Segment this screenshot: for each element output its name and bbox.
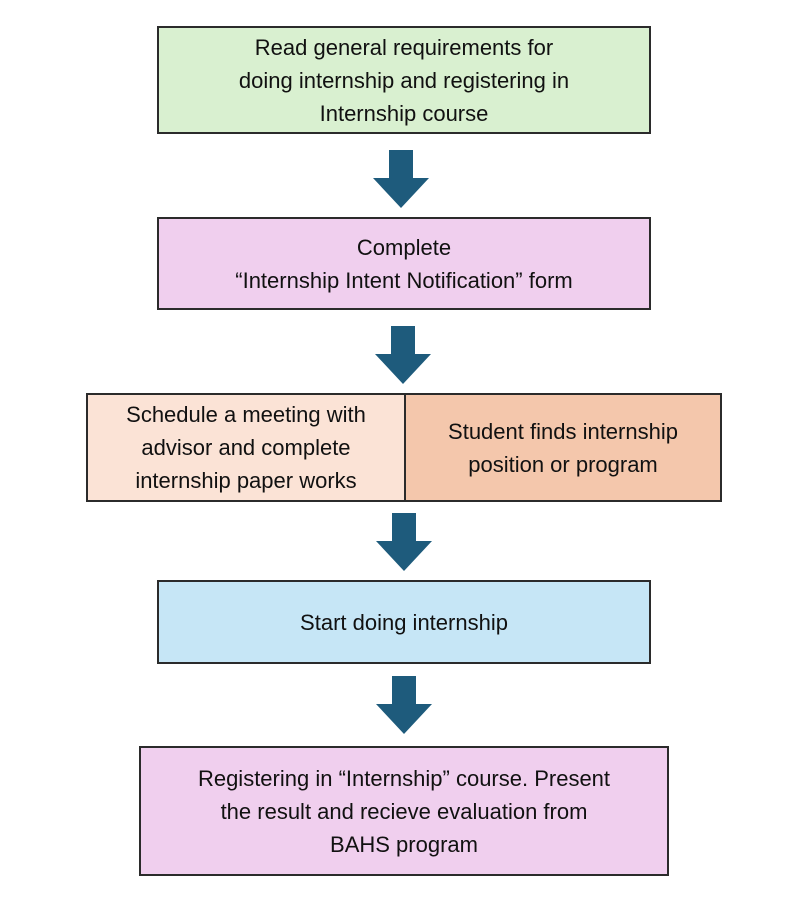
step-text-line: the result and recieve evaluation from xyxy=(220,798,588,824)
step-find-position: Student finds internship position or pro… xyxy=(404,393,722,502)
down-arrow-icon xyxy=(375,326,431,384)
step-intent-notification: Complete “Internship Intent Notification… xyxy=(157,217,651,310)
step-text-line: internship paper works xyxy=(135,468,357,493)
down-arrow-icon xyxy=(376,513,432,571)
step-text-line: Complete xyxy=(356,234,452,260)
down-arrow-icon xyxy=(376,676,432,734)
step-text-line: advisor and complete xyxy=(141,435,351,460)
step-read-requirements: Read general requirements for doing inte… xyxy=(157,26,651,134)
step-text-line: Start doing internship xyxy=(300,609,508,635)
down-arrow-icon xyxy=(373,150,429,208)
step-schedule-meeting: Schedule a meeting with advisor and comp… xyxy=(86,393,406,502)
step-text-line: BAHS program xyxy=(330,831,478,857)
step-text-line: Registering in “Internship” course. Pres… xyxy=(197,765,611,791)
step-text-line: Schedule a meeting with xyxy=(126,402,366,427)
step-register-course: Registering in “Internship” course. Pres… xyxy=(139,746,669,876)
step-text-line: position or program xyxy=(468,451,658,477)
step-text-line: “Internship Intent Notification” form xyxy=(235,267,573,293)
step-start-internship: Start doing internship xyxy=(157,580,651,664)
step-text-line: doing internship and registering in xyxy=(238,67,570,93)
step-text-line: Internship course xyxy=(319,100,489,126)
step-text-line: Student finds internship xyxy=(448,418,678,444)
step-text-line: Read general requirements for xyxy=(254,34,554,60)
